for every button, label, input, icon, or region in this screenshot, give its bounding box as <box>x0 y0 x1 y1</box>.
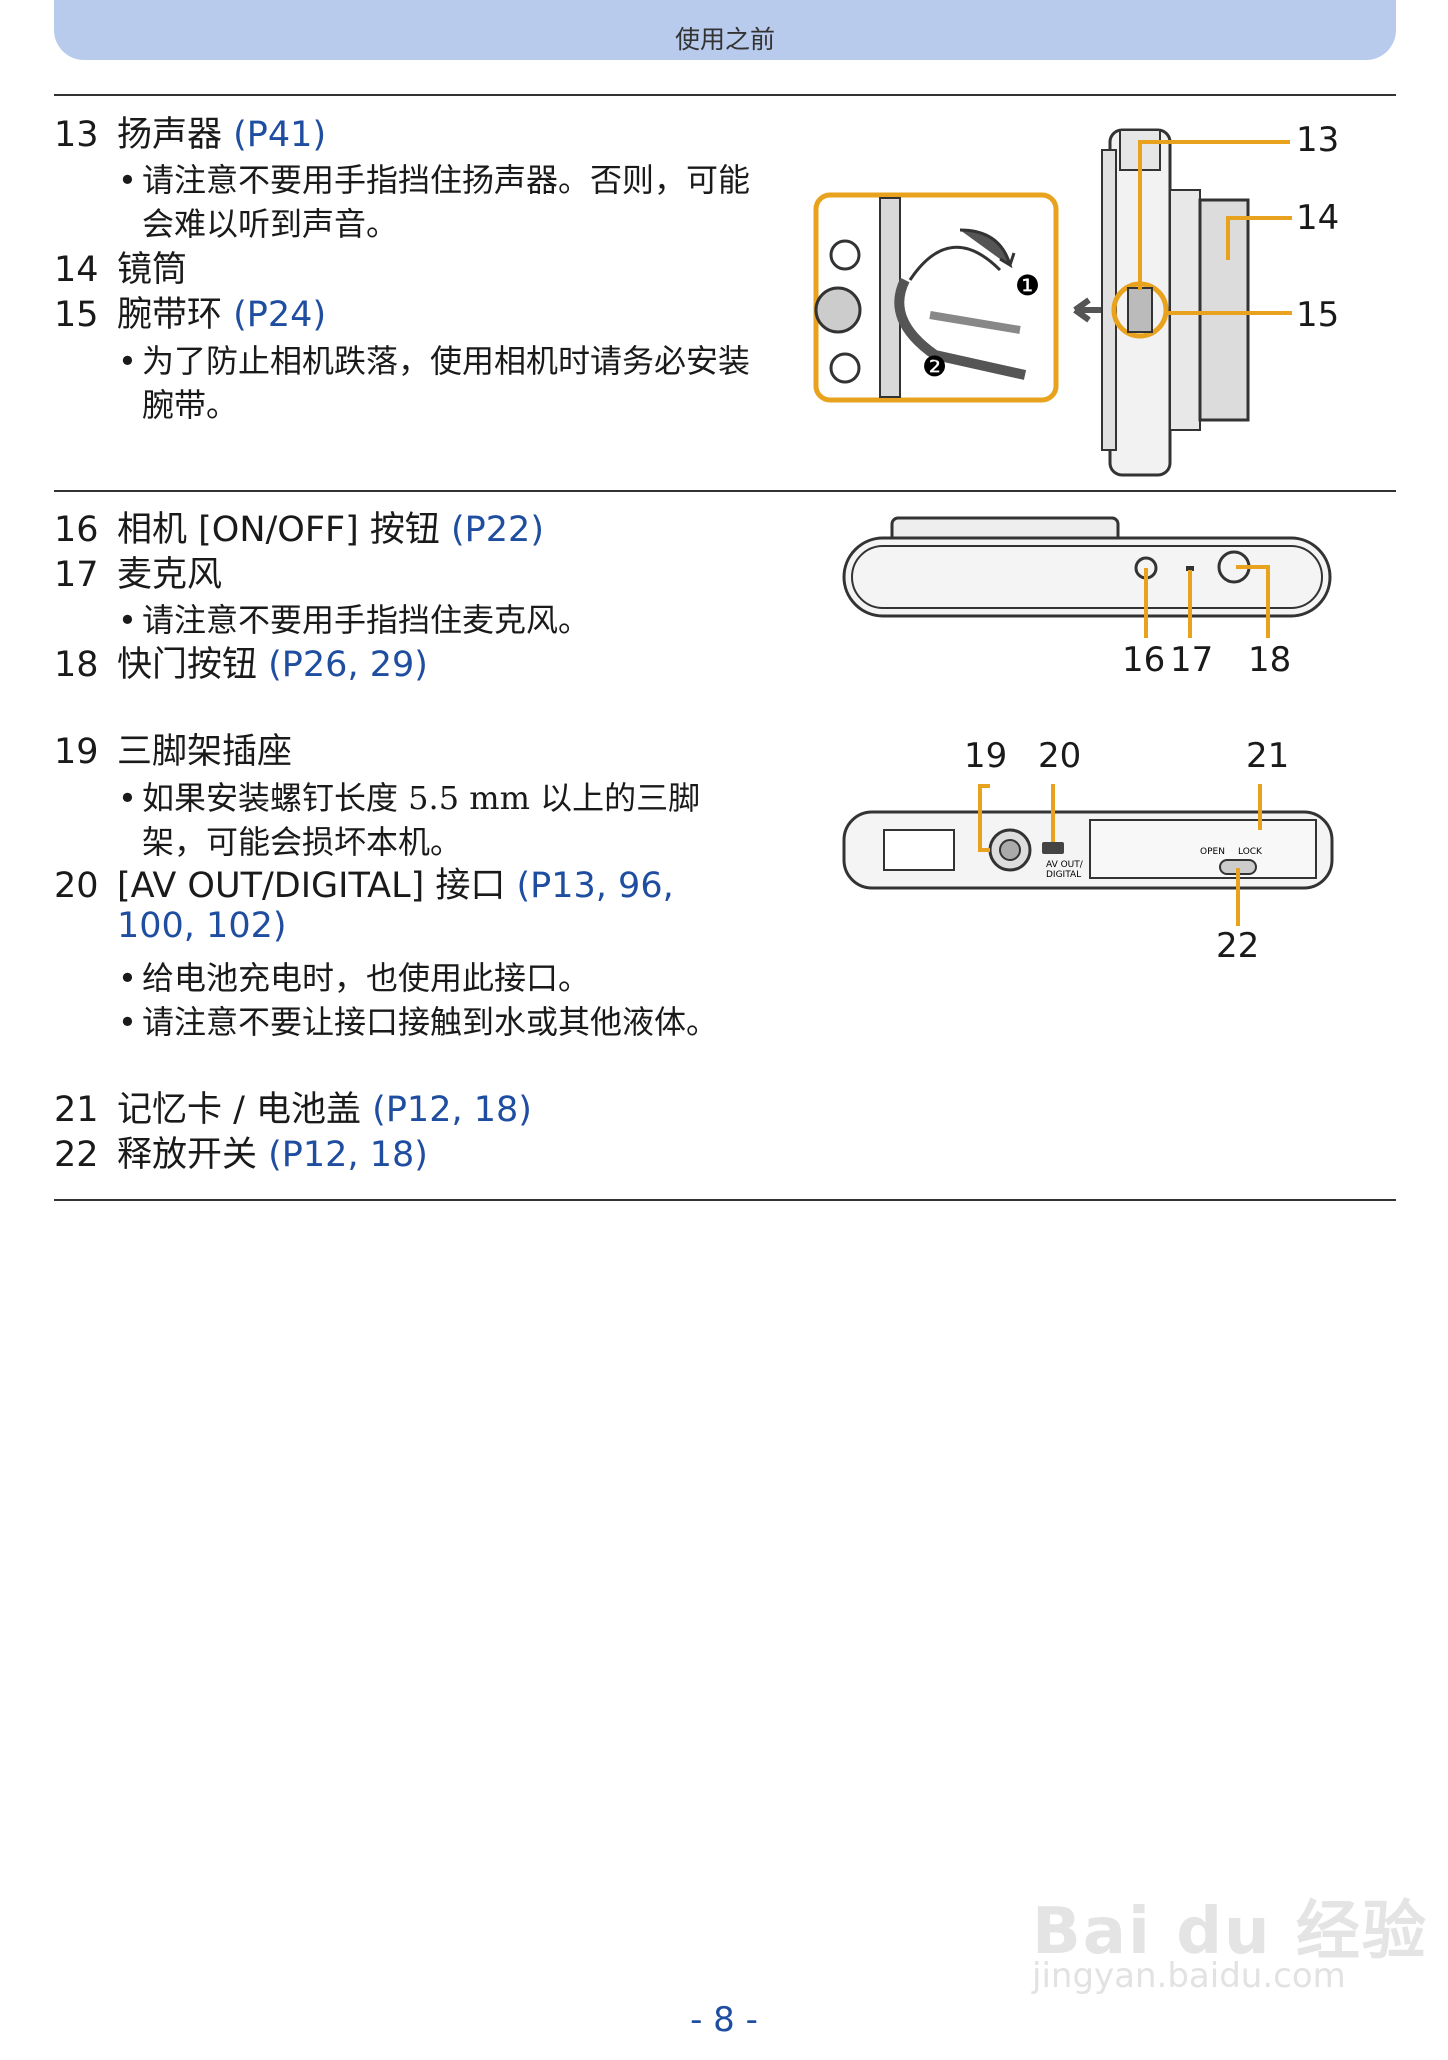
note: •请注意不要用手指挡住扬声器。否则，可能会难以听到声音。 <box>118 161 751 243</box>
step-1-marker: ❶ <box>1015 269 1040 302</box>
camera-top-diagram <box>842 516 1332 638</box>
divider-mid <box>54 490 1396 492</box>
port-label: AV OUT/ <box>1046 860 1084 870</box>
page-header: 使用之前 <box>54 0 1396 60</box>
camera-side-diagram: ❶ ❷ <box>813 128 1292 477</box>
callout-15: 15 <box>1296 295 1340 335</box>
divider-bottom <box>54 1199 1396 1201</box>
divider-top <box>54 94 1396 96</box>
page-ref-link[interactable]: (P22) <box>451 510 544 550</box>
callout-13: 13 <box>1296 120 1340 160</box>
watermark-url: jingyan.baidu.com <box>1032 1956 1346 1996</box>
note: •如果安装螺钉长度 5.5 mm 以上的三脚架，可能会损坏本机。 <box>118 779 701 861</box>
step-2-marker: ❷ <box>922 350 947 383</box>
note: •请注意不要用手指挡住麦克风。 <box>118 601 591 639</box>
note: •给电池充电时，也使用此接口。 <box>118 959 591 997</box>
note: •为了防止相机跌落，使用相机时请务必安装腕带。 <box>118 342 751 424</box>
callout-19: 19 <box>964 736 1008 776</box>
page-ref-link[interactable]: (P12, 18) <box>268 1135 428 1175</box>
page-ref-link[interactable]: (P41) <box>233 115 327 155</box>
page-ref-link[interactable]: (P12, 18) <box>372 1090 532 1130</box>
header-title: 使用之前 <box>674 25 775 54</box>
port-label-2: DIGITAL <box>1046 870 1081 880</box>
camera-bottom-diagram: AV OUT/ DIGITAL OPEN LOCK <box>842 784 1334 926</box>
callout-18: 18 <box>1248 640 1292 680</box>
page-ref-link[interactable]: (P13, 96, <box>516 866 674 906</box>
callout-16: 16 <box>1122 640 1166 680</box>
watermark-logo: Bai du 经验 <box>1032 1895 1428 1969</box>
callout-17: 17 <box>1170 640 1214 680</box>
list-item-20-refs-continued: 100, 102) <box>117 906 287 946</box>
note: •请注意不要让接口接触到水或其他液体。 <box>118 1003 719 1041</box>
page-ref-link[interactable]: (P26, 29) <box>268 645 428 685</box>
list-item-20: 20[AV OUT/DIGITAL] 接口 (P13, 96, <box>54 866 674 906</box>
open-label: OPEN <box>1200 847 1225 857</box>
page-ref-link[interactable]: 100, 102) <box>117 906 287 946</box>
lock-label: LOCK <box>1238 847 1263 857</box>
callout-20: 20 <box>1038 736 1082 776</box>
page-ref-link[interactable]: (P24) <box>233 295 327 335</box>
callout-21: 21 <box>1246 736 1290 776</box>
callout-22: 22 <box>1216 926 1260 966</box>
callout-14: 14 <box>1296 198 1340 238</box>
page-number: - 8 - <box>690 2000 758 2040</box>
